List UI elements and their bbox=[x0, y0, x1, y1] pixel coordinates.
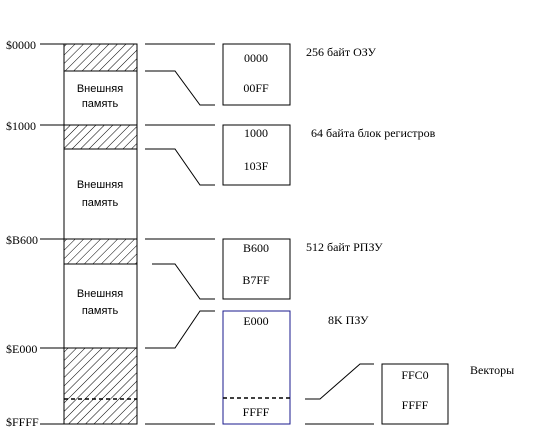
address-label-0000: $0000 bbox=[6, 38, 36, 52]
rom-description: 8K ПЗУ bbox=[328, 313, 369, 327]
address-label-e000: $E000 bbox=[6, 342, 37, 356]
ram-start: 0000 bbox=[244, 51, 268, 65]
hatched-segment-rom bbox=[63, 347, 138, 425]
external-memory-2 bbox=[63, 148, 138, 240]
eeprom-end: B7FF bbox=[242, 273, 270, 287]
hatched-segment-ram bbox=[63, 43, 138, 72]
address-ticks bbox=[40, 43, 64, 425]
rom-start: E000 bbox=[243, 314, 268, 328]
registers-end: 103F bbox=[244, 159, 269, 173]
registers-block bbox=[222, 124, 291, 186]
ram-block bbox=[222, 43, 291, 106]
connector-lines bbox=[145, 43, 374, 425]
rom-block bbox=[222, 310, 291, 425]
rom-end: FFFF bbox=[243, 405, 270, 419]
external-memory-2-line1: Внешняя bbox=[77, 179, 123, 191]
ram-description: 256 байт ОЗУ bbox=[306, 45, 376, 59]
vectors-end: FFFF bbox=[402, 398, 429, 412]
address-label-b600: $B600 bbox=[6, 233, 38, 247]
memory-column bbox=[63, 43, 138, 425]
eeprom-description: 512 байт РПЗУ bbox=[306, 240, 383, 254]
external-memory-1-line1: Внешняя bbox=[77, 83, 123, 95]
eeprom-start: B600 bbox=[243, 241, 269, 255]
external-memory-3-line1: Внешняя bbox=[77, 288, 123, 300]
registers-start: 1000 bbox=[244, 126, 268, 140]
vectors-description: Векторы bbox=[470, 363, 514, 377]
external-memory-1-line2: память bbox=[82, 98, 119, 110]
hatched-segment-registers bbox=[63, 124, 138, 150]
address-label-1000: $1000 bbox=[6, 119, 36, 133]
eeprom-block bbox=[222, 238, 291, 300]
registers-description: 64 байта блок регистров bbox=[311, 126, 436, 140]
external-memory-3 bbox=[63, 263, 138, 349]
vectors-block bbox=[381, 363, 449, 425]
hatched-segment-eeprom bbox=[63, 238, 138, 265]
external-memory-3-line2: память bbox=[82, 305, 119, 317]
address-label-ffff: $FFFF bbox=[6, 415, 39, 429]
external-memory-2-line2: память bbox=[82, 197, 119, 209]
vectors-start: FFC0 bbox=[401, 368, 428, 382]
ram-end: 00FF bbox=[243, 81, 269, 95]
